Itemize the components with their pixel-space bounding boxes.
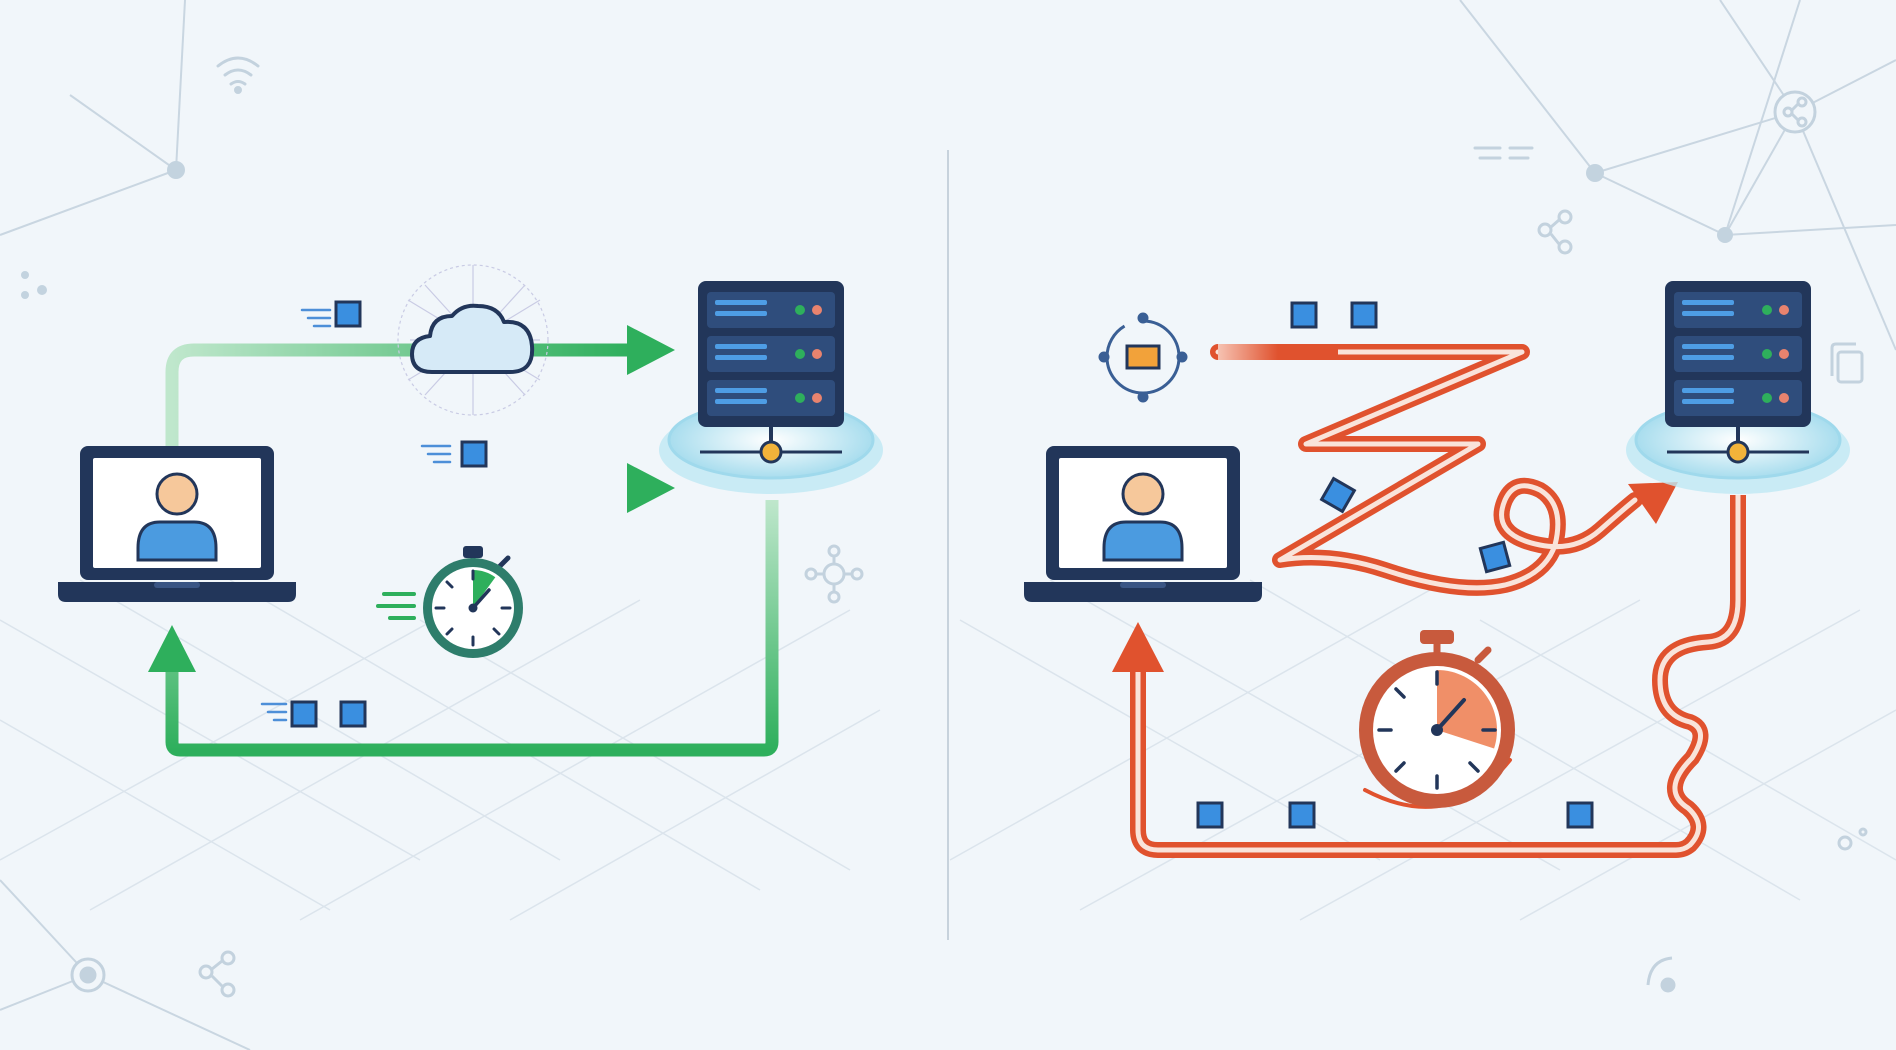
- user-avatar-icon: [136, 472, 218, 562]
- wifi-icon: [216, 56, 260, 94]
- network-hub-icon: [804, 544, 864, 604]
- load-balancer-icon: [1098, 312, 1188, 403]
- cloud-icon: [410, 303, 535, 374]
- slow-path-return-core: [1135, 495, 1741, 853]
- server-rack-icon: [698, 281, 844, 427]
- fast-path-middle-arrowhead: [627, 463, 675, 513]
- server-left: [659, 281, 883, 494]
- background-nodes: [21, 161, 1733, 299]
- fast-path-return: [165, 500, 779, 757]
- data-packet-icon: [339, 700, 367, 728]
- right-panel: [1024, 281, 1850, 858]
- data-packet-icon: [1196, 801, 1224, 829]
- network-hub-icon: [70, 957, 106, 993]
- fast-path-upper-arrowhead: [627, 325, 675, 375]
- data-packet-icon: [460, 440, 488, 468]
- data-packet-icon: [1350, 301, 1378, 329]
- data-packet-group: [300, 300, 362, 328]
- left-panel: [58, 264, 883, 757]
- data-packet-icon: [1319, 476, 1357, 514]
- data-packet-group: [260, 700, 367, 728]
- slow-path-return-arrowhead: [1112, 622, 1164, 672]
- user-avatar-icon: [1102, 472, 1184, 562]
- laptop-icon: [58, 446, 296, 602]
- dash-decoration: [1473, 146, 1534, 160]
- data-packet-icon: [1478, 540, 1512, 574]
- stopwatch-icon: [1359, 630, 1515, 809]
- share-icon: [198, 950, 236, 998]
- slow-path-arrowhead: [1628, 482, 1678, 524]
- data-packet-icon: [1290, 301, 1318, 329]
- stopwatch-icon: [376, 546, 523, 658]
- fast-path-upper: [165, 343, 630, 447]
- slow-path-zigzag: [1210, 344, 1643, 596]
- share-node-icon: [1773, 90, 1817, 134]
- data-packet-icon: [1566, 801, 1594, 829]
- floor-grid: [0, 579, 1896, 921]
- slow-path-zigzag-core: [1215, 349, 1638, 591]
- fast-path-return-arrowhead: [148, 625, 196, 672]
- data-packet-icon: [1288, 801, 1316, 829]
- data-packet-icon: [334, 300, 362, 328]
- decor-circles: [1646, 827, 1868, 993]
- share-icon: [1537, 209, 1573, 255]
- data-packet-icon: [290, 700, 318, 728]
- data-packet-group: [420, 440, 488, 468]
- copy-icon: [1830, 342, 1864, 384]
- slow-path-entry-fade: [1218, 344, 1338, 360]
- stopwatch-elapsed-sector: [473, 570, 496, 608]
- server-right: [1626, 281, 1850, 494]
- server-rack-icon: [1665, 281, 1811, 427]
- laptop-icon: [1024, 446, 1262, 602]
